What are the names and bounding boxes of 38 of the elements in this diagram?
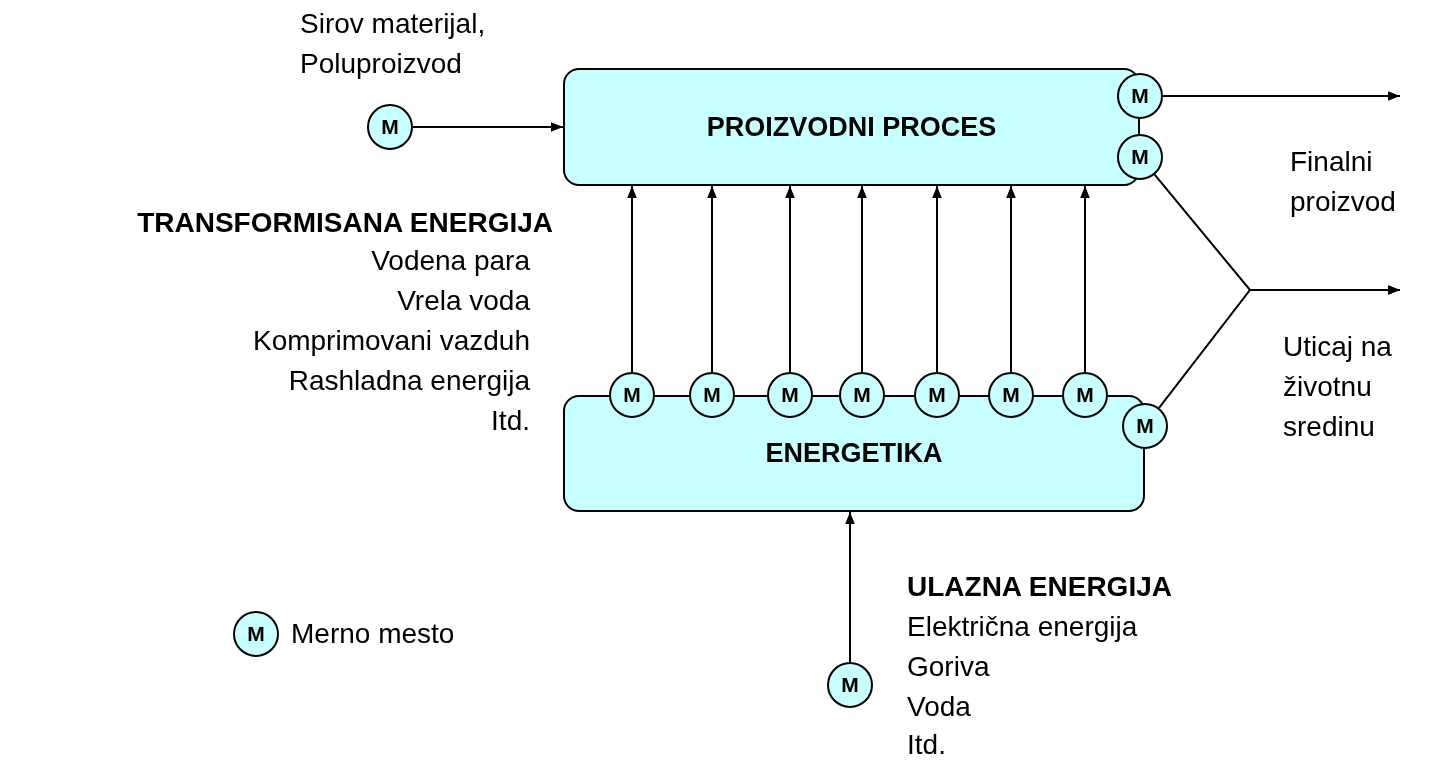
arrow xyxy=(845,511,855,663)
text-label: Električna energija xyxy=(907,610,1139,644)
arrow xyxy=(627,185,637,373)
text-label: Goriva xyxy=(907,650,991,684)
measuring-point-circle: M xyxy=(839,372,885,418)
text-label: Uticaj na životnu sredinu xyxy=(1283,330,1393,444)
measuring-point-circle: M xyxy=(367,104,413,150)
measuring-point-circle: M xyxy=(767,372,813,418)
arrow xyxy=(412,122,564,132)
arrow xyxy=(857,185,867,373)
measuring-point-circle: M xyxy=(689,372,735,418)
measuring-point-circle: M xyxy=(1062,372,1108,418)
text-label: Finalni proizvod xyxy=(1290,145,1397,219)
measuring-point-circle: M xyxy=(988,372,1034,418)
measuring-point-circle: M xyxy=(1117,73,1163,119)
heading: TRANSFORMISANA ENERGIJA xyxy=(136,206,553,240)
arrow xyxy=(1162,91,1401,101)
text-label: Rashladna energija xyxy=(287,364,530,398)
arrow xyxy=(1006,185,1016,373)
legend-symbol: M xyxy=(233,611,279,657)
heading: ULAZNA ENERGIJA xyxy=(907,570,1173,604)
text-label: Itd. xyxy=(907,728,947,762)
arrow xyxy=(1158,285,1401,409)
measuring-point-circle: M xyxy=(827,662,873,708)
measuring-point-circle: M xyxy=(609,372,655,418)
text-label: Sirov materijal, Poluproizvod xyxy=(300,7,487,81)
text-label: Itd. xyxy=(490,404,530,438)
arrow xyxy=(785,185,795,373)
legend-label: Merno mesto xyxy=(291,617,455,651)
arrow xyxy=(932,185,942,373)
text-label: Vodena para xyxy=(370,244,530,278)
measuring-point-circle: M xyxy=(1117,134,1163,180)
arrow xyxy=(1080,185,1090,373)
measuring-point-circle: M xyxy=(914,372,960,418)
text-label: Vrela voda xyxy=(396,284,530,318)
text-label: Voda xyxy=(907,690,972,724)
arrow xyxy=(707,185,717,373)
text-label: Komprimovani vazduh xyxy=(251,324,530,358)
